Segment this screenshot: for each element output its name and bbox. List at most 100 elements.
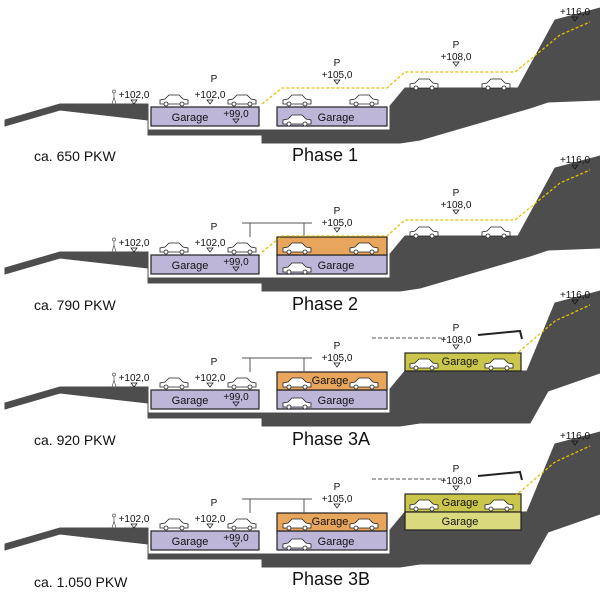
elevation-marker (452, 209, 460, 215)
elevation-label-102: +102,0 (119, 514, 150, 525)
elevation-label-108: +108,0 (441, 335, 472, 346)
phase-3b-title: Phase 3B (292, 569, 371, 589)
car-wheel (286, 545, 292, 551)
person-icon (111, 241, 117, 253)
parking-symbol: P (334, 58, 341, 69)
car-wheel (231, 525, 237, 531)
car-icon (282, 538, 312, 549)
car-wheel (429, 85, 435, 91)
parking-symbol: P (211, 222, 218, 233)
elevation-marker (232, 266, 240, 272)
garage-label: Garage (172, 395, 209, 407)
elevation-label-102: +102,0 (195, 373, 226, 384)
car-icon (409, 78, 439, 89)
elevation-marker (232, 118, 240, 124)
car-icon (159, 518, 189, 529)
elevation-label-99: +99,0 (223, 109, 249, 120)
phase-3b-capacity: ca. 1.050 PKW (34, 574, 128, 590)
garage-label: Garage (442, 497, 479, 509)
elevation-label-105: +105,0 (322, 218, 353, 229)
canopy (242, 498, 312, 513)
car-wheel (302, 121, 308, 127)
car-wheel (286, 249, 292, 255)
car-wheel (501, 85, 507, 91)
terrain-section (4, 155, 600, 292)
canopy (242, 357, 312, 372)
elevation-label-99: +99,0 (223, 257, 249, 268)
elevation-marker (452, 344, 460, 350)
terrain-section (4, 431, 600, 568)
car-icon (349, 94, 379, 105)
elevation-marker (452, 485, 460, 491)
elevation-label-102: +102,0 (119, 90, 150, 101)
parking-symbol: P (334, 482, 341, 493)
car-wheel (429, 506, 435, 512)
elevation-label-102: +102,0 (119, 238, 150, 249)
car-icon (282, 377, 312, 388)
car-wheel (369, 525, 375, 531)
car-wheel (302, 384, 308, 390)
car-icon (227, 94, 257, 105)
car-icon (282, 114, 312, 125)
car-icon (409, 358, 439, 369)
garage-label: Garage (442, 356, 479, 368)
car-wheel (163, 101, 169, 107)
elevation-marker (333, 79, 341, 85)
garage-label: Garage (172, 260, 209, 272)
elevation-label-116: +116,0 (560, 431, 591, 442)
elevation-label-116: +116,0 (560, 155, 591, 166)
car-wheel (353, 384, 359, 390)
garage-lower-left (150, 254, 260, 275)
car-wheel (488, 365, 494, 371)
parking-symbol: P (211, 74, 218, 85)
person-icon (111, 517, 117, 529)
car-wheel (247, 249, 253, 255)
car-wheel (429, 365, 435, 371)
car-wheel (353, 101, 359, 107)
car-wheel (163, 525, 169, 531)
elevation-marker (130, 247, 138, 253)
car-icon (282, 262, 312, 273)
car-icon (282, 397, 312, 408)
parking-symbol: P (453, 464, 460, 475)
garage-label: Garage (312, 375, 349, 387)
parking-symbol: P (453, 323, 460, 334)
car-wheel (302, 404, 308, 410)
car-wheel (302, 101, 308, 107)
car-icon (349, 377, 379, 388)
garage-label: Garage (318, 260, 355, 272)
elevation-marker (206, 382, 214, 388)
canopy (242, 222, 312, 237)
parking-symbol: P (334, 341, 341, 352)
car-icon (282, 518, 312, 529)
garage-label: Garage (172, 536, 209, 548)
phase-3a-title: Phase 3A (292, 429, 371, 449)
car-wheel (231, 384, 237, 390)
elevation-label-108: +108,0 (441, 52, 472, 63)
car-icon (159, 377, 189, 388)
car-wheel (369, 101, 375, 107)
future-parking-line (514, 304, 591, 356)
elevation-label-105: +105,0 (322, 70, 353, 81)
future-parking-line (261, 21, 591, 105)
roof-structure (477, 470, 523, 481)
car-wheel (413, 85, 419, 91)
elevation-label-102: +102,0 (195, 238, 226, 249)
car-wheel (488, 506, 494, 512)
car-icon (227, 377, 257, 388)
phase-2-title: Phase 2 (292, 294, 359, 314)
elevation-label-102: +102,0 (195, 90, 226, 101)
elevation-marker (571, 440, 579, 446)
parking-symbol: P (211, 357, 218, 368)
car-wheel (302, 269, 308, 275)
car-icon (227, 518, 257, 529)
car-wheel (286, 121, 292, 127)
car-wheel (485, 233, 491, 239)
parking-symbol: P (334, 206, 341, 217)
car-icon (282, 94, 312, 105)
car-icon (481, 226, 511, 237)
car-wheel (247, 101, 253, 107)
